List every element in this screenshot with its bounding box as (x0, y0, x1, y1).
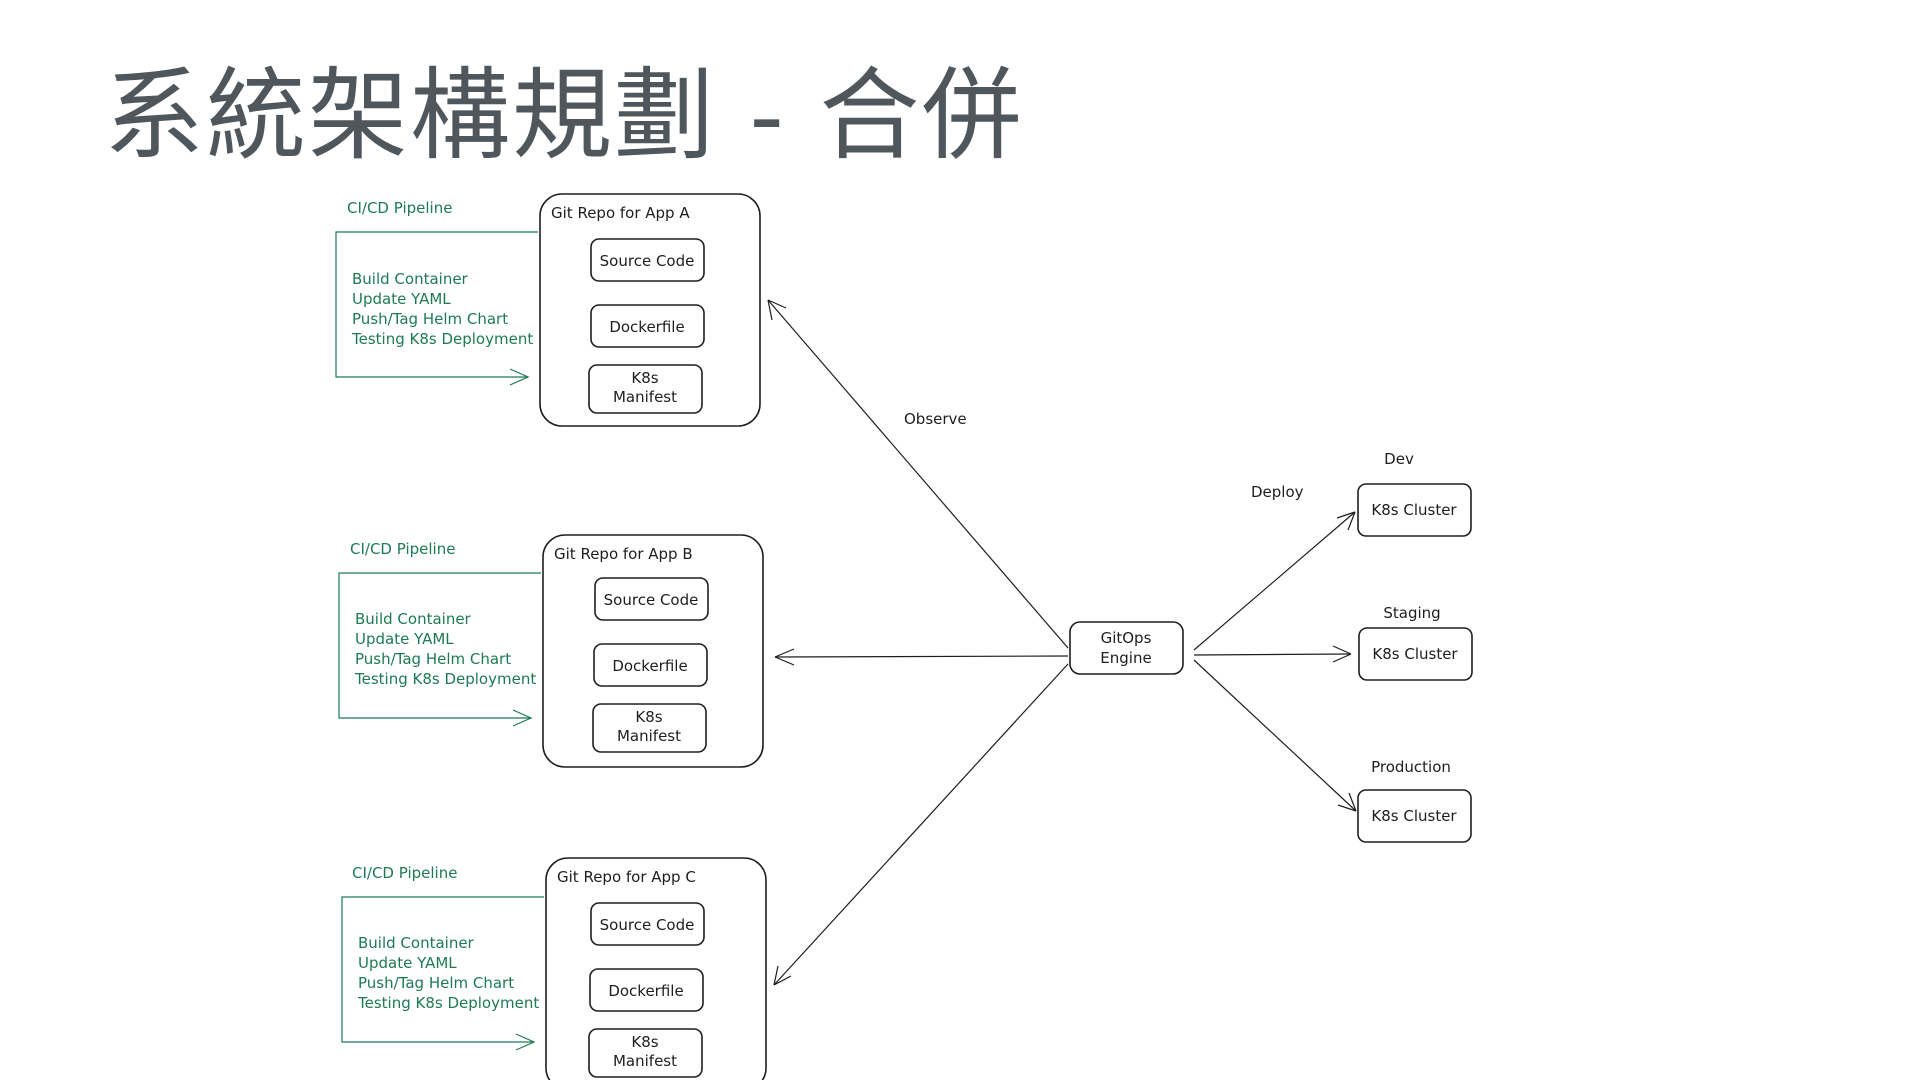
pipeline-connector-c (341, 896, 544, 1043)
cluster-box-production (1357, 789, 1472, 843)
gitops-engine-box (1069, 621, 1184, 675)
pipeline-connector-b (338, 572, 541, 719)
dockerfile-box-b (593, 643, 708, 687)
observe-arrowhead-a (767, 299, 787, 321)
cluster-label-dev: K8s Cluster (1371, 501, 1457, 519)
deploy-arrow-dev (1193, 511, 1356, 651)
dockerfile-label-a: Dockerfile (609, 318, 684, 336)
source-code-label-a: Source Code (600, 252, 695, 270)
pipeline-step-c-4: Testing K8s Deployment (357, 994, 539, 1012)
repo-box-b (542, 534, 764, 768)
pipeline-step-a-1: Build Container (352, 270, 469, 288)
manifest-box-a (588, 364, 703, 414)
cluster-label-production: K8s Cluster (1371, 807, 1457, 825)
deploy-arrowhead-production (1337, 792, 1357, 812)
deploy-arrow-production (1193, 659, 1357, 812)
observe-arrowhead-c (773, 965, 792, 986)
cluster-label-staging: K8s Cluster (1372, 645, 1458, 663)
observe-label: Observe (904, 410, 967, 428)
deploy-label: Deploy (1251, 483, 1304, 501)
pipeline-step-b-1: Build Container (355, 610, 472, 628)
pipeline-step-c-3: Push/Tag Helm Chart (358, 974, 514, 992)
deploy-arrowhead-staging (1332, 645, 1352, 663)
observe-arrowhead-b (774, 648, 795, 666)
cluster-env-production: Production (1371, 758, 1451, 776)
source-code-label-b: Source Code (604, 591, 699, 609)
pipeline-label-a: CI/CD Pipeline (347, 199, 452, 217)
source-code-box-b (594, 577, 709, 621)
manifest-box-b (592, 703, 707, 753)
dockerfile-label-b: Dockerfile (612, 657, 687, 675)
deploy-arrow-staging (1193, 653, 1352, 656)
app-group-c: CI/CD Pipeline Build Container Update YA… (341, 857, 767, 1080)
repo-title-b: Git Repo for App B (554, 545, 693, 563)
gitops-engine-label-2: Engine (1100, 649, 1151, 667)
pipeline-label-c: CI/CD Pipeline (352, 864, 457, 882)
pipeline-step-a-2: Update YAML (352, 290, 451, 308)
app-group-a: CI/CD Pipeline Build Container Update YA… (335, 193, 761, 427)
pipeline-step-c-2: Update YAML (358, 954, 457, 972)
pipeline-step-b-3: Push/Tag Helm Chart (355, 650, 511, 668)
pipeline-step-b-4: Testing K8s Deployment (354, 670, 536, 688)
repo-title-a: Git Repo for App A (551, 204, 690, 222)
pipeline-arrowhead-a (509, 368, 530, 386)
observe-arrow-b (774, 655, 1069, 658)
manifest-box-c (588, 1028, 703, 1078)
cluster-env-dev: Dev (1384, 450, 1414, 468)
cluster-box-dev (1357, 483, 1472, 537)
pipeline-step-a-4: Testing K8s Deployment (351, 330, 533, 348)
pipeline-connector-a (335, 231, 538, 378)
pipeline-step-a-3: Push/Tag Helm Chart (352, 310, 508, 328)
source-code-box-a (590, 238, 705, 282)
observe-arrow-c (773, 663, 1069, 986)
pipeline-label-b: CI/CD Pipeline (350, 540, 455, 558)
source-code-label-c: Source Code (600, 916, 695, 934)
observe-arrow-a (767, 299, 1069, 649)
cluster-env-staging: Staging (1383, 604, 1440, 622)
repo-title-c: Git Repo for App C (557, 868, 696, 886)
source-code-box-c (590, 902, 705, 946)
pipeline-arrowhead-b (512, 709, 533, 727)
deploy-arrowhead-dev (1336, 511, 1356, 531)
pipeline-step-b-2: Update YAML (355, 630, 454, 648)
dockerfile-label-c: Dockerfile (608, 982, 683, 1000)
app-group-b: CI/CD Pipeline Build Container Update YA… (338, 534, 764, 768)
repo-box-c (545, 857, 767, 1080)
cluster-box-staging (1358, 627, 1473, 681)
repo-box-a (539, 193, 761, 427)
pipeline-arrowhead-c (515, 1033, 536, 1051)
gitops-engine-label-1: GitOps (1101, 629, 1152, 647)
dockerfile-box-a (590, 304, 705, 348)
dockerfile-box-c (589, 968, 704, 1012)
pipeline-step-c-1: Build Container (358, 934, 475, 952)
page-title: 系統架構規劃 - 合併 (104, 57, 1024, 174)
